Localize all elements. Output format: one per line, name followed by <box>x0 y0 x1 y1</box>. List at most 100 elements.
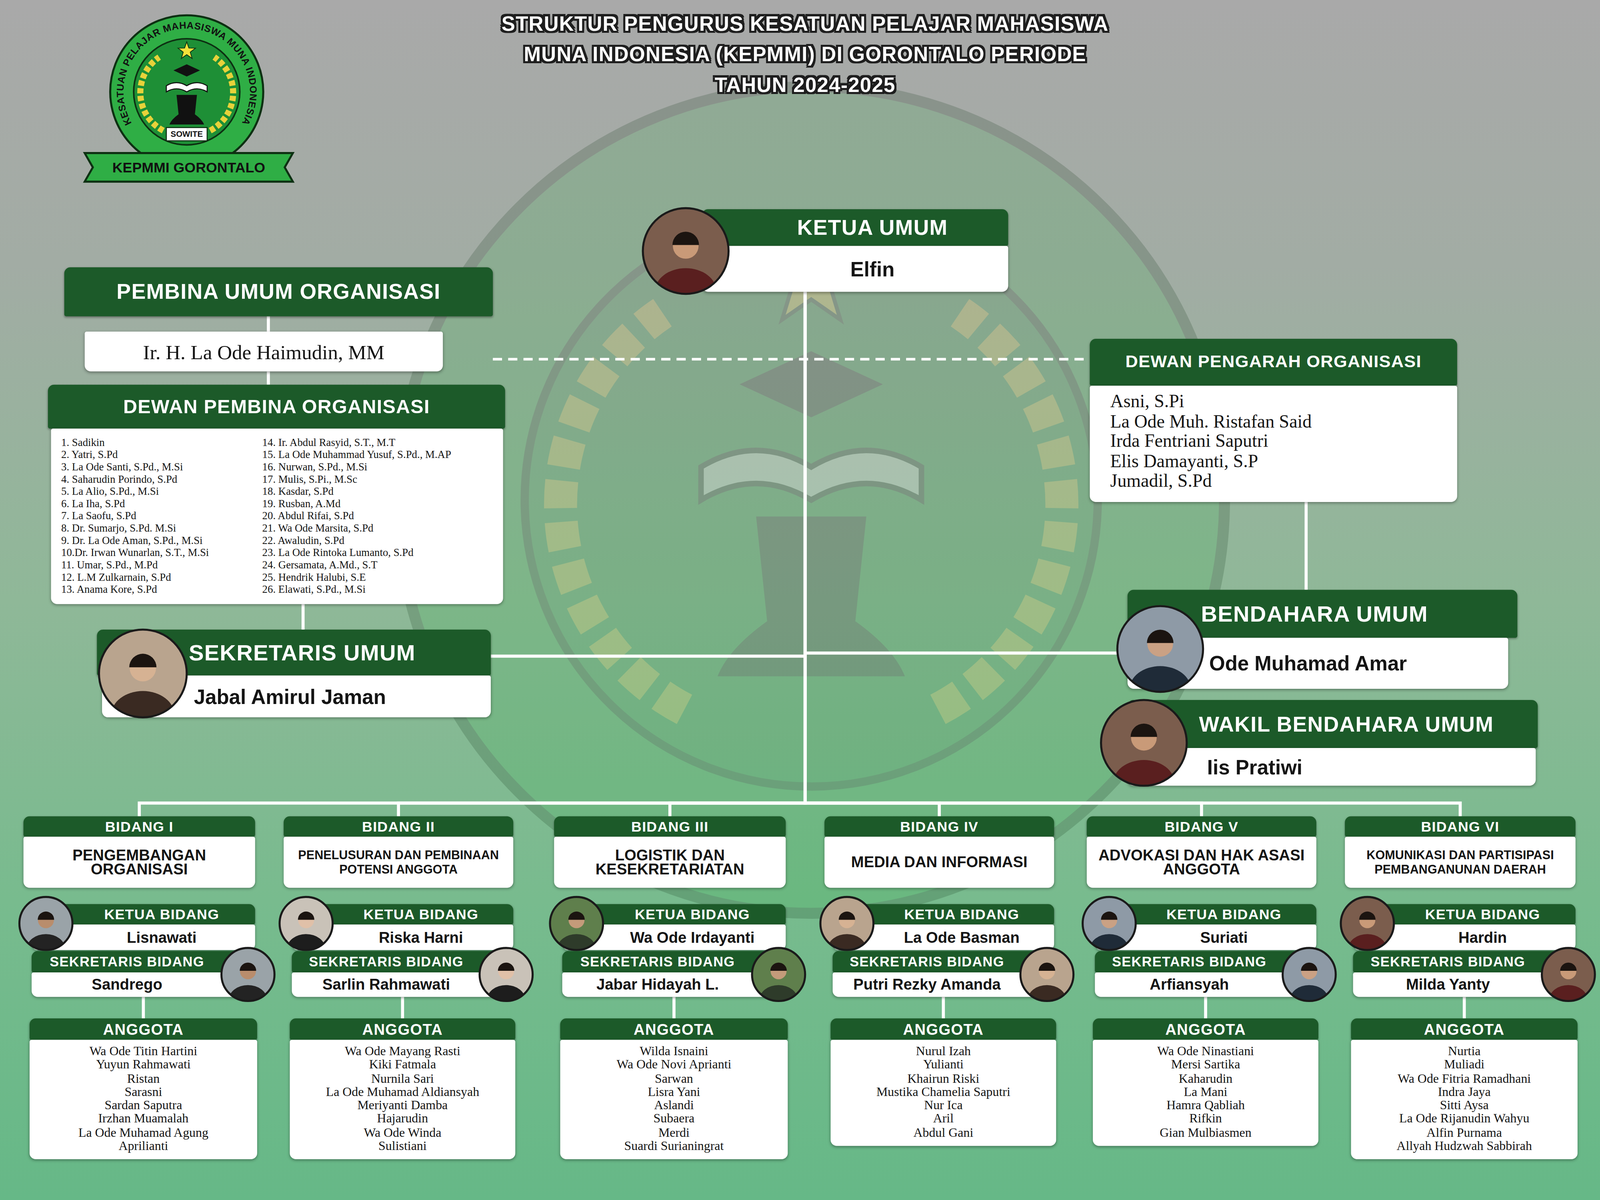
box-heading: BIDANG VI <box>1348 818 1572 835</box>
photo-frame <box>1117 606 1203 692</box>
text-column: Putri Rezky Amanda <box>836 975 1018 994</box>
photo-hair <box>1130 723 1157 737</box>
box-heading: ANGGOTA <box>294 1020 512 1038</box>
portrait <box>479 948 533 1015</box>
box-text: Hamra Qabliah <box>1096 1099 1314 1113</box>
member-photo <box>640 206 731 296</box>
header-band: KETUA UMUM <box>702 209 1008 246</box>
box-text: MEDIA DAN INFORMASI <box>830 855 1048 870</box>
member-photo <box>219 946 277 1004</box>
box-body: 1. Sadikin2. Yatri, S.Pd3. La Ode Santi,… <box>51 428 504 604</box>
connector-line <box>490 292 806 657</box>
connector-line <box>670 292 806 817</box>
header-band: BIDANG VI <box>1344 816 1576 837</box>
org-box: SEKRETARIS BIDANGSandrego <box>31 951 264 998</box>
org-box: BIDANG II PENELUSURAN DAN PEMBINAAN POTEN… <box>283 816 514 888</box>
text-column: Arfiansyah <box>1098 975 1280 994</box>
text-column: Asni, S.PiLa Ode Muh. Ristafan SaidIrda … <box>1110 392 1450 492</box>
text-column: Jabal Amirul Jaman <box>194 684 485 709</box>
box-text: Wa Ode Titin Hartini <box>33 1044 253 1059</box>
box-heading: ANGGOTA <box>564 1020 784 1038</box>
box-text: 9. Dr. La Ode Aman, S.Pd., M.Si <box>61 534 263 548</box>
photo-frame <box>19 896 73 950</box>
box-text: Jumadil, S.Pd <box>1110 471 1450 492</box>
box-text: Wa Ode Ninastiani <box>1096 1044 1314 1059</box>
member-photo <box>1018 946 1076 1004</box>
connector-line <box>942 996 946 1019</box>
header-band: BIDANG IV <box>824 816 1054 837</box>
portrait <box>98 629 187 740</box>
connector-line <box>805 292 1128 654</box>
member-photo <box>17 894 75 952</box>
box-body: Iis Pratiwi <box>1127 748 1536 786</box>
header-band: WAKIL BENDAHARA UMUM <box>1127 700 1538 748</box>
box-text: Yulianti <box>834 1058 1052 1072</box>
portrait <box>221 948 275 1015</box>
box-text: Suriati <box>1135 928 1312 947</box>
box-text: 14. Ir. Abdul Rasyid, S.T., M.T <box>262 436 498 450</box>
text-column: Nurul IzahYuliantiKhairun RiskiMustika C… <box>834 1044 1052 1140</box>
box-text: Khairun Riski <box>834 1072 1052 1086</box>
box-heading: KETUA BIDANG <box>873 906 1050 923</box>
text-column: Sarlin Rahmawati <box>296 975 477 994</box>
portrait <box>642 208 729 316</box>
box-text: ADVOKASI DAN HAK ASASI ANGGOTA <box>1092 848 1310 877</box>
photo-hair <box>568 911 585 920</box>
box-text: 7. La Saofu, S.Pd <box>61 510 263 523</box>
box-text: Aril <box>834 1112 1052 1127</box>
org-box: PEMBINA UMUM ORGANISASIIr. H. La Ode Hai… <box>64 267 493 372</box>
box-text: Lisnawati <box>72 928 251 947</box>
box-text: Nurul Izah <box>834 1044 1052 1059</box>
box-text: 20. Abdul Rifai, S.Pd <box>262 510 498 523</box>
text-column: Wa Ode NinastianiMersi SartikaKaharudinL… <box>1096 1044 1314 1140</box>
box-text: Irzhan Muamalah <box>33 1112 253 1127</box>
text-column: PENGEMBANGAN ORGANISASI <box>29 848 249 877</box>
text-column: NurtiaMuliadiWa Ode Fitria RamadhaniIndr… <box>1355 1044 1574 1154</box>
box-text: Jabar Hidayah L. <box>566 975 750 994</box>
dashed-connector <box>492 358 1090 361</box>
org-box: SEKRETARIS BIDANGJabar Hidayah L. <box>562 951 794 998</box>
box-heading: SEKRETARIS BIDANG <box>1357 954 1539 970</box>
header-band: BIDANG II <box>283 816 514 837</box>
org-box: SEKRETARIS BIDANGSarlin Rahmawati <box>292 951 522 998</box>
box-text: 17. Mulis, S.Pi., M.Sc <box>262 473 498 486</box>
org-box: KETUA BIDANGRiska Harni <box>292 904 514 950</box>
photo-hair <box>37 911 54 920</box>
box-text: Sarwan <box>564 1072 784 1086</box>
box-text: 23. La Ode Rintoka Lumanto, S.Pd <box>262 546 498 560</box>
text-column: Wa Ode Irdayanti <box>603 928 782 947</box>
box-heading: BIDANG III <box>558 818 782 835</box>
box-text: Milda Yanty <box>1357 975 1539 994</box>
member-photo <box>1080 894 1138 952</box>
box-text: KOMUNIKASI DAN PARTISIPASI PEMBANGANUNAN… <box>1351 848 1570 877</box>
box-text: Rifkin <box>1096 1112 1314 1127</box>
org-box: BENDAHARA UMUMOde Muhamad Amar <box>1127 589 1518 689</box>
box-text: Sandrego <box>35 975 219 994</box>
box-body: Asni, S.PiLa Ode Muh. Ristafan SaidIrda … <box>1089 385 1457 502</box>
photo-hair <box>1146 629 1174 643</box>
photo-hair <box>672 231 699 245</box>
photo-hair <box>239 962 256 971</box>
header-band: ANGGOTA <box>29 1018 258 1040</box>
box-text: Hardin <box>1394 928 1572 947</box>
org-box: ANGGOTAWa Ode Titin HartiniYuyun Rahmawa… <box>29 1018 258 1160</box>
box-text: Gian Mulbiasmen <box>1096 1126 1314 1140</box>
text-column: Iis Pratiwi <box>1207 754 1530 779</box>
box-text: Wa Ode Winda <box>294 1126 512 1140</box>
title-block: STRUKTUR PENGURUS KESATUAN PELAJAR MAHAS… <box>494 8 1117 100</box>
box-text: Muliadi <box>1355 1058 1574 1072</box>
box-heading: KETUA BIDANG <box>332 906 510 923</box>
text-column: Hardin <box>1394 928 1572 947</box>
box-text: PENELUSURAN DAN PEMBINAAN POTENSI ANGGOT… <box>289 848 507 877</box>
box-text: Merdi <box>564 1126 784 1140</box>
text-column: 14. Ir. Abdul Rasyid, S.T., M.T15. La Od… <box>262 436 498 596</box>
text-column: Sandrego <box>35 975 219 994</box>
box-body: Wilda IsnainiWa Ode Novi ApriantiSarwanL… <box>560 1039 788 1160</box>
text-column: Wa Ode Mayang RastiKiki FatmalaNurnila S… <box>294 1044 512 1154</box>
box-text: PENGEMBANGAN ORGANISASI <box>29 848 249 877</box>
box-text: Alfin Purnama <box>1355 1126 1574 1140</box>
box-body: PENGEMBANGAN ORGANISASI <box>23 836 256 888</box>
member-photo <box>477 946 535 1004</box>
org-box: KETUA BIDANGSuriati <box>1094 904 1317 950</box>
photo-hair <box>1359 911 1376 920</box>
